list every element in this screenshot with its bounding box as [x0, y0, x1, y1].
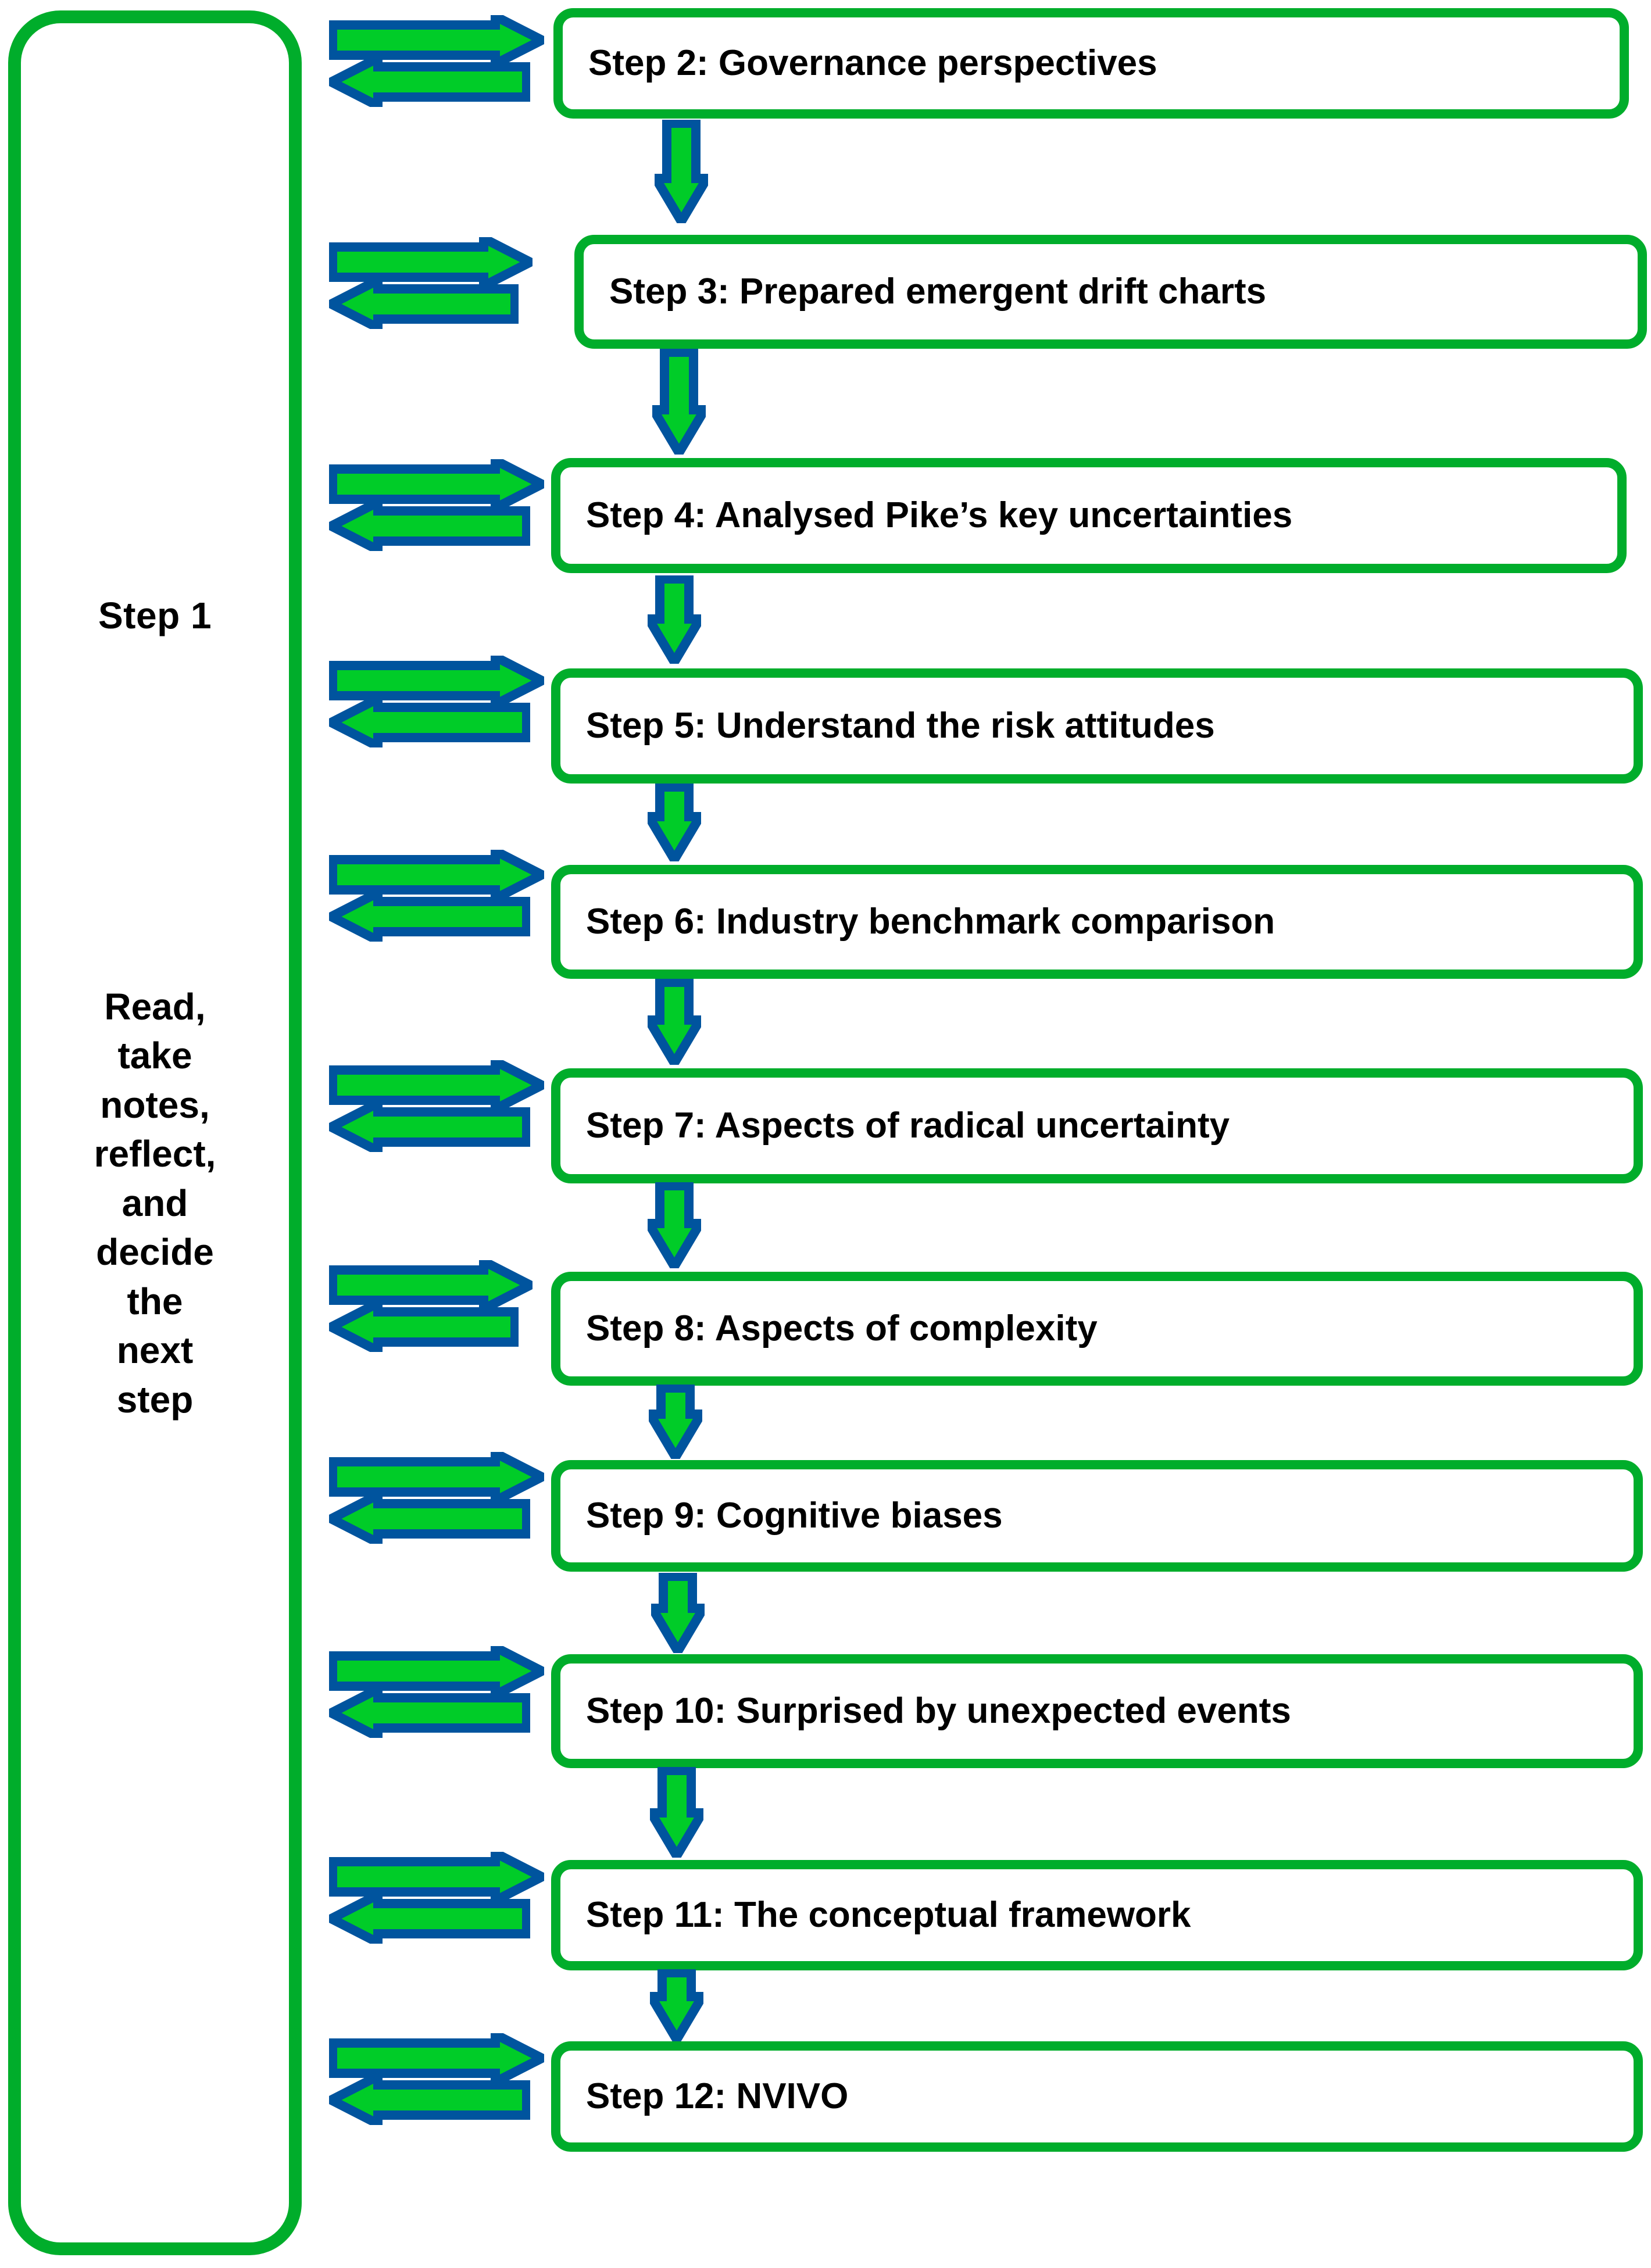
step-12-box[interactable]: Step 12: NVIVO	[551, 2041, 1643, 2152]
step-1-container[interactable]	[8, 10, 302, 2255]
down-arrow-3	[648, 575, 701, 664]
down-arrow-8	[651, 1573, 705, 1653]
arrow-left-from-step-12	[329, 2075, 530, 2125]
step-6-box[interactable]: Step 6: Industry benchmark comparison	[551, 865, 1643, 979]
arrow-right-to-step-8	[329, 1260, 533, 1310]
arrow-left-from-step-2	[329, 57, 530, 107]
arrow-right-to-step-6	[329, 850, 544, 900]
arrow-right-to-step-2	[329, 15, 544, 65]
step-12-label: Step 12: NVIVO	[586, 2076, 849, 2116]
step-7-box[interactable]: Step 7: Aspects of radical uncertainty	[551, 1068, 1643, 1183]
arrow-right-to-step-7	[329, 1060, 544, 1110]
arrow-left-from-step-10	[329, 1688, 530, 1738]
arrow-right-to-step-3	[329, 237, 533, 287]
step-10-label: Step 10: Surprised by unexpected events	[586, 1691, 1291, 1731]
step-9-label: Step 9: Cognitive biases	[586, 1496, 1003, 1536]
step-5-label: Step 5: Understand the risk attitudes	[586, 706, 1215, 746]
down-arrow-1	[655, 120, 708, 223]
step-2-box[interactable]: Step 2: Governance perspectives	[553, 8, 1629, 119]
down-arrow-5	[648, 979, 701, 1065]
arrow-right-to-step-4	[329, 459, 544, 509]
arrow-left-from-step-9	[329, 1494, 530, 1544]
arrow-right-to-step-12	[329, 2033, 544, 2083]
down-arrow-4	[648, 784, 701, 861]
arrow-left-from-step-4	[329, 501, 530, 551]
down-arrow-6	[648, 1182, 701, 1268]
down-arrow-2	[652, 349, 706, 455]
arrow-left-from-step-5	[329, 697, 530, 747]
step-7-label: Step 7: Aspects of radical uncertainty	[586, 1106, 1230, 1146]
step-6-label: Step 6: Industry benchmark comparison	[586, 902, 1275, 942]
arrow-left-from-step-7	[329, 1102, 530, 1152]
step-2-label: Step 2: Governance perspectives	[588, 43, 1157, 83]
down-arrow-9	[650, 1767, 703, 1858]
step-8-label: Step 8: Aspects of complexity	[586, 1308, 1098, 1348]
arrow-left-from-step-6	[329, 892, 530, 942]
step-4-box[interactable]: Step 4: Analysed Pike’s key uncertaintie…	[551, 458, 1627, 573]
step-10-box[interactable]: Step 10: Surprised by unexpected events	[551, 1654, 1643, 1768]
arrow-left-from-step-8	[329, 1302, 519, 1352]
step-11-box[interactable]: Step 11: The conceptual framework	[551, 1860, 1643, 1970]
step-9-box[interactable]: Step 9: Cognitive biases	[551, 1460, 1643, 1572]
step-1-title: Step 1	[98, 595, 212, 636]
step-3-label: Step 3: Prepared emergent drift charts	[609, 271, 1267, 312]
down-arrow-7	[649, 1385, 702, 1459]
arrow-right-to-step-10	[329, 1646, 544, 1696]
arrow-right-to-step-9	[329, 1452, 544, 1502]
arrow-left-from-step-11	[329, 1894, 530, 1944]
step-1-body: Read, take notes, reflect, and decide th…	[94, 986, 216, 1421]
step-5-box[interactable]: Step 5: Understand the risk attitudes	[551, 668, 1643, 784]
arrow-right-to-step-5	[329, 656, 544, 706]
step-4-label: Step 4: Analysed Pike’s key uncertaintie…	[586, 495, 1293, 535]
arrow-right-to-step-11	[329, 1852, 544, 1902]
down-arrow-10	[650, 1969, 703, 2041]
step-8-box[interactable]: Step 8: Aspects of complexity	[551, 1272, 1643, 1386]
step-11-label: Step 11: The conceptual framework	[586, 1895, 1191, 1935]
arrow-left-from-step-3	[329, 279, 519, 329]
step-3-box[interactable]: Step 3: Prepared emergent drift charts	[574, 235, 1647, 349]
